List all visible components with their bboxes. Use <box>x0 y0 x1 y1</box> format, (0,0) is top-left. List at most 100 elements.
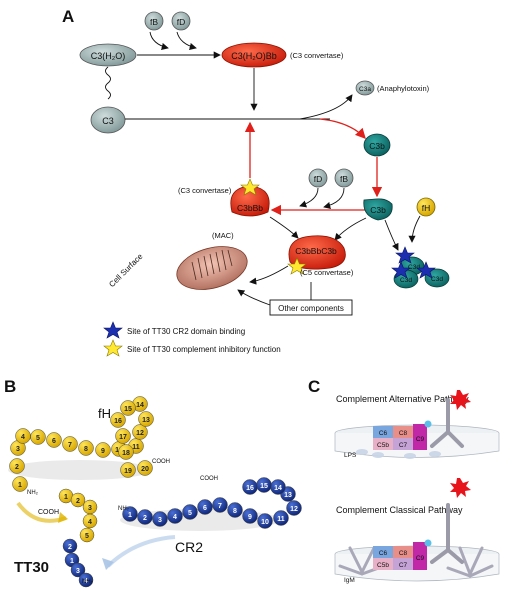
classic-pathway-title: Complement Classical Pathway <box>336 505 463 515</box>
tt30-fh-bead-label-4: 4 <box>88 519 92 526</box>
classic-c5b-box <box>373 558 393 570</box>
fh-bead-label-2: 2 <box>15 464 19 471</box>
fh-chain-title: fH <box>98 406 111 421</box>
fd2-arrow <box>299 187 319 208</box>
alt-c7-label: C7 <box>399 442 408 449</box>
alt-c6-box <box>373 426 393 438</box>
c3a-label: C3a <box>359 86 371 93</box>
cr2-to-tt30-arrow <box>106 535 176 568</box>
fh-bead-label-6: 6 <box>52 438 56 445</box>
fh-nh2-label: NH₂ <box>27 490 39 496</box>
cr2-bead-label-15: 15 <box>260 483 268 490</box>
c3d-label-2: C3d <box>400 277 412 284</box>
alt-c8-label: C8 <box>399 430 408 437</box>
c3-node <box>90 106 126 134</box>
cr2-title: CR2 <box>175 539 203 555</box>
tt30-fh-bead-label-3: 3 <box>88 505 92 512</box>
cr2-cooh-label: COOH <box>200 476 218 482</box>
fh-bead-16 <box>110 412 126 428</box>
tt30-cr2-bead-label-2: 2 <box>68 544 72 551</box>
classic-antibody <box>430 503 464 564</box>
fh-bead-label-16: 16 <box>114 418 122 425</box>
blue-star-c3d-1 <box>395 246 415 264</box>
c3b-mid-label: C3b <box>370 205 386 215</box>
classic-tt30-dot <box>424 539 432 547</box>
tt30-fh-bead-4 <box>82 513 98 529</box>
alt-tt30-dot <box>424 420 432 428</box>
cr2-bead-5 <box>182 504 198 520</box>
fb2-node <box>334 168 354 188</box>
cr2-bead-label-12: 12 <box>290 506 298 513</box>
legend-blue-text: Site of TT30 CR2 domain binding <box>127 327 245 336</box>
tt30-cr2-bead-4 <box>78 572 94 588</box>
c3b-red-arrow <box>319 118 366 139</box>
fd2-label: fD <box>314 174 323 184</box>
cr2-bead-9 <box>242 508 258 524</box>
fh-bead-5 <box>30 429 46 445</box>
c3d-label-1: C3d <box>408 264 420 271</box>
cell-surface-label: Cell Surface <box>107 251 145 289</box>
tt30-cr2-bead-label-3: 3 <box>76 568 80 575</box>
alt-c6-label: C6 <box>379 430 388 437</box>
c3-convertase-label-2: (C3 convertase) <box>178 186 232 195</box>
classic-c6-box <box>373 546 393 558</box>
tt30-title: TT30 <box>14 559 49 576</box>
c3h2o-node <box>79 43 137 67</box>
classic-igm-label: IgM <box>344 577 355 584</box>
mac-cristae <box>191 249 233 281</box>
fb2-label: fB <box>340 174 348 184</box>
fh-bead-label-11: 11 <box>132 444 140 451</box>
c5-convertase-label: (C5 convertase) <box>300 268 354 277</box>
c3b-top-node <box>363 133 391 157</box>
fd-node <box>171 11 191 31</box>
fh-node <box>416 197 436 217</box>
cr2-bead-label-6: 6 <box>203 505 207 512</box>
mac-label: (MAC) <box>212 231 234 240</box>
c3bbb-node <box>230 185 270 217</box>
c3bbbc3b-node <box>288 235 346 270</box>
alt-antibody <box>430 398 464 448</box>
c3d-label-3: C3d <box>431 276 443 283</box>
squiggle-link <box>105 66 111 100</box>
alt-lps-label: LPS <box>344 452 357 459</box>
fh-bead-label-13: 13 <box>142 417 150 424</box>
classic-c5b-label: C5b <box>377 562 389 569</box>
alt-c9-label: C9 <box>416 436 425 443</box>
cr2-bead-7 <box>212 497 228 513</box>
cr2-bead-12 <box>286 500 302 516</box>
tt30-cr2-bead-label-4: 4 <box>84 578 88 585</box>
cr2-bead-label-8: 8 <box>233 508 237 515</box>
cr2-bead-2 <box>137 509 153 525</box>
fh-cooh-label: COOH <box>152 459 170 465</box>
fh-bead-2 <box>9 458 25 474</box>
cr2-bead-4 <box>167 508 183 524</box>
tt30-nh2-label: NH₂ <box>82 579 94 585</box>
alt-lps-blobs <box>356 449 441 459</box>
fh-label: fH <box>422 203 431 213</box>
fh-bead-label-17: 17 <box>119 434 127 441</box>
other-to-mac-arrow <box>237 289 271 306</box>
cr2-bead-6 <box>197 499 213 515</box>
fh-bead-18 <box>118 444 134 460</box>
tt30-cooh-label: COOH <box>38 509 59 516</box>
blue-star-c3d-2 <box>391 261 411 279</box>
c3b-top-label: C3b <box>369 141 385 151</box>
fh-bead-label-12: 12 <box>136 430 144 437</box>
mac-mitochondria <box>176 246 248 290</box>
tt30-cr2-bead-label-1: 1 <box>70 558 74 565</box>
tt30-cr2-chain: 1 2 34 <box>62 538 94 588</box>
cr2-bead-8 <box>227 502 243 518</box>
fh-bead-8 <box>78 440 94 456</box>
classic-c9-label: C9 <box>416 555 425 562</box>
cr2-bead-label-9: 9 <box>248 514 252 521</box>
alt-c5b-box <box>373 438 393 450</box>
fh-bead-15 <box>120 400 136 416</box>
fh-bead-13 <box>138 411 154 427</box>
fh-bead-label-14: 14 <box>136 402 144 409</box>
blue-star-c3d-3 <box>416 261 436 279</box>
c3bbb-to-c5conv-arrow <box>269 216 299 239</box>
classic-c7-box <box>393 558 413 570</box>
tt30-fh-bead-label-5: 5 <box>85 533 89 540</box>
